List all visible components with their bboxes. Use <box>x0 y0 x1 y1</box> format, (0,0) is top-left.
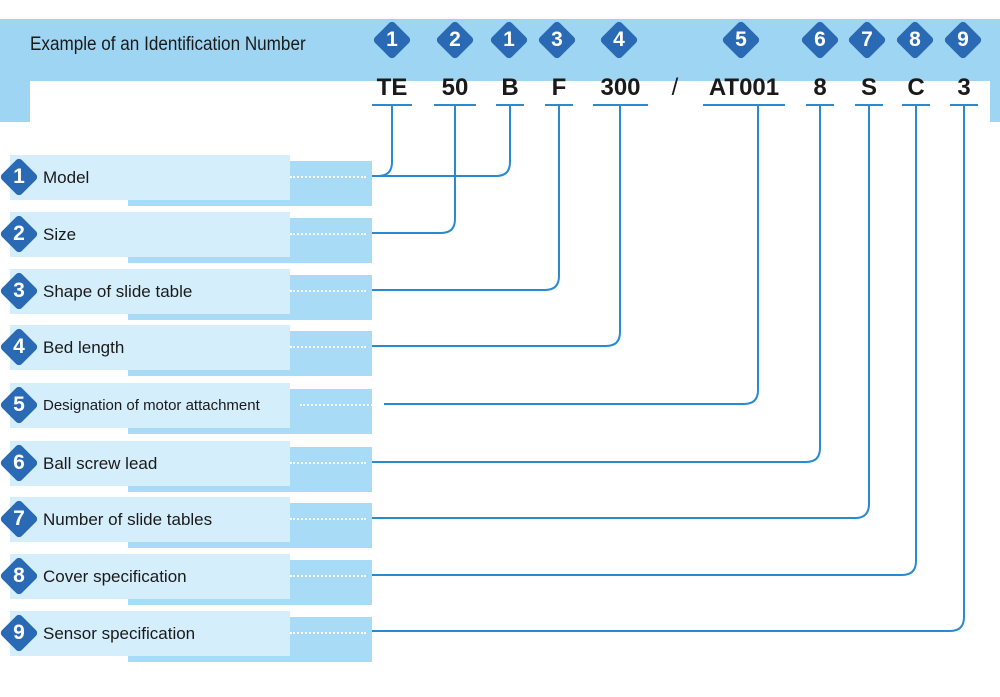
connector-cover <box>372 106 917 576</box>
row-badge-9: 9 <box>0 613 39 653</box>
connector-model-te <box>372 106 393 177</box>
row-9-dots <box>290 632 366 634</box>
row-4-dots <box>290 346 366 348</box>
top-badge-7: 7 <box>847 20 887 60</box>
top-badge-3: 3 <box>537 20 577 60</box>
code-segment-model-suffix: B <box>496 74 524 106</box>
row-label-number-of-slide-tables: Number of slide tables <box>43 510 213 529</box>
connector-motor <box>384 106 759 405</box>
row-badge-3: 3 <box>0 271 39 311</box>
top-badge-9: 9 <box>943 20 983 60</box>
code-segment-slide-table: F <box>545 74 573 106</box>
code-segment-cover: C <box>902 74 930 106</box>
row-badge-4: 4 <box>0 327 39 367</box>
row-badge-1: 1 <box>0 157 39 197</box>
row-9-label-box <box>10 611 290 656</box>
row-8-label-box <box>10 554 290 599</box>
top-badge-4: 4 <box>599 20 639 60</box>
row-4-label-box <box>10 325 290 370</box>
top-badge-5: 5 <box>721 20 761 60</box>
code-segment-sensor: 3 <box>950 74 978 106</box>
connector-bed-length <box>372 106 621 347</box>
row-2-dots <box>290 233 366 235</box>
code-segment-size: 50 <box>434 74 476 106</box>
row-6-dots <box>290 462 366 464</box>
row-1-dots <box>290 176 366 178</box>
connector-ball-screw <box>372 106 821 463</box>
row-label-bed-length: Bed length <box>43 338 125 357</box>
top-badge-2: 2 <box>435 20 475 60</box>
row-badge-2: 2 <box>0 214 39 254</box>
row-5-label-box <box>10 383 290 428</box>
row-label-model: Model <box>43 168 90 187</box>
row-label-shape-of-slide-table: Shape of slide table <box>43 282 193 301</box>
top-badge-1b: 1 <box>489 20 529 60</box>
row-7-label-box <box>10 497 290 542</box>
code-segment-model: TE <box>372 74 412 106</box>
row-label-cover-specification: Cover specification <box>43 567 187 586</box>
connector-sensor <box>372 106 965 632</box>
row-8-dots <box>290 575 366 577</box>
top-badge-6: 6 <box>800 20 840 60</box>
code-segment-motor-attachment: AT001 <box>703 74 785 106</box>
code-segment-bed-length: 300 <box>593 74 648 106</box>
connector-shape <box>372 106 560 291</box>
header-title: Example of an Identification Number <box>30 34 306 55</box>
row-badge-7: 7 <box>0 499 39 539</box>
top-badge-1: 1 <box>372 20 412 60</box>
row-3-label-box <box>10 269 290 314</box>
row-6-label-box <box>10 441 290 486</box>
connector-size <box>372 106 456 234</box>
row-3-dots <box>290 290 366 292</box>
connector-model-b <box>378 106 511 177</box>
connector-slide-tables <box>372 106 870 519</box>
row-label-sensor-specification: Sensor specification <box>43 624 196 643</box>
row-label-size: Size <box>43 225 77 244</box>
row-2-label-box <box>10 212 290 257</box>
row-5-dots <box>300 404 376 406</box>
row-badge-5: 5 <box>0 385 39 425</box>
code-slash: / <box>671 74 679 101</box>
row-badge-8: 8 <box>0 556 39 596</box>
row-label-ball-screw-lead: Ball screw lead <box>43 454 158 473</box>
row-label-motor-attachment: Designation of motor attachment <box>43 397 260 414</box>
code-segment-ball-screw-lead: 8 <box>806 74 834 106</box>
row-badge-6: 6 <box>0 443 39 483</box>
row-1-label-box <box>10 155 290 200</box>
code-segment-slide-tables: S <box>855 74 883 106</box>
row-7-dots <box>290 518 366 520</box>
top-badge-8: 8 <box>895 20 935 60</box>
